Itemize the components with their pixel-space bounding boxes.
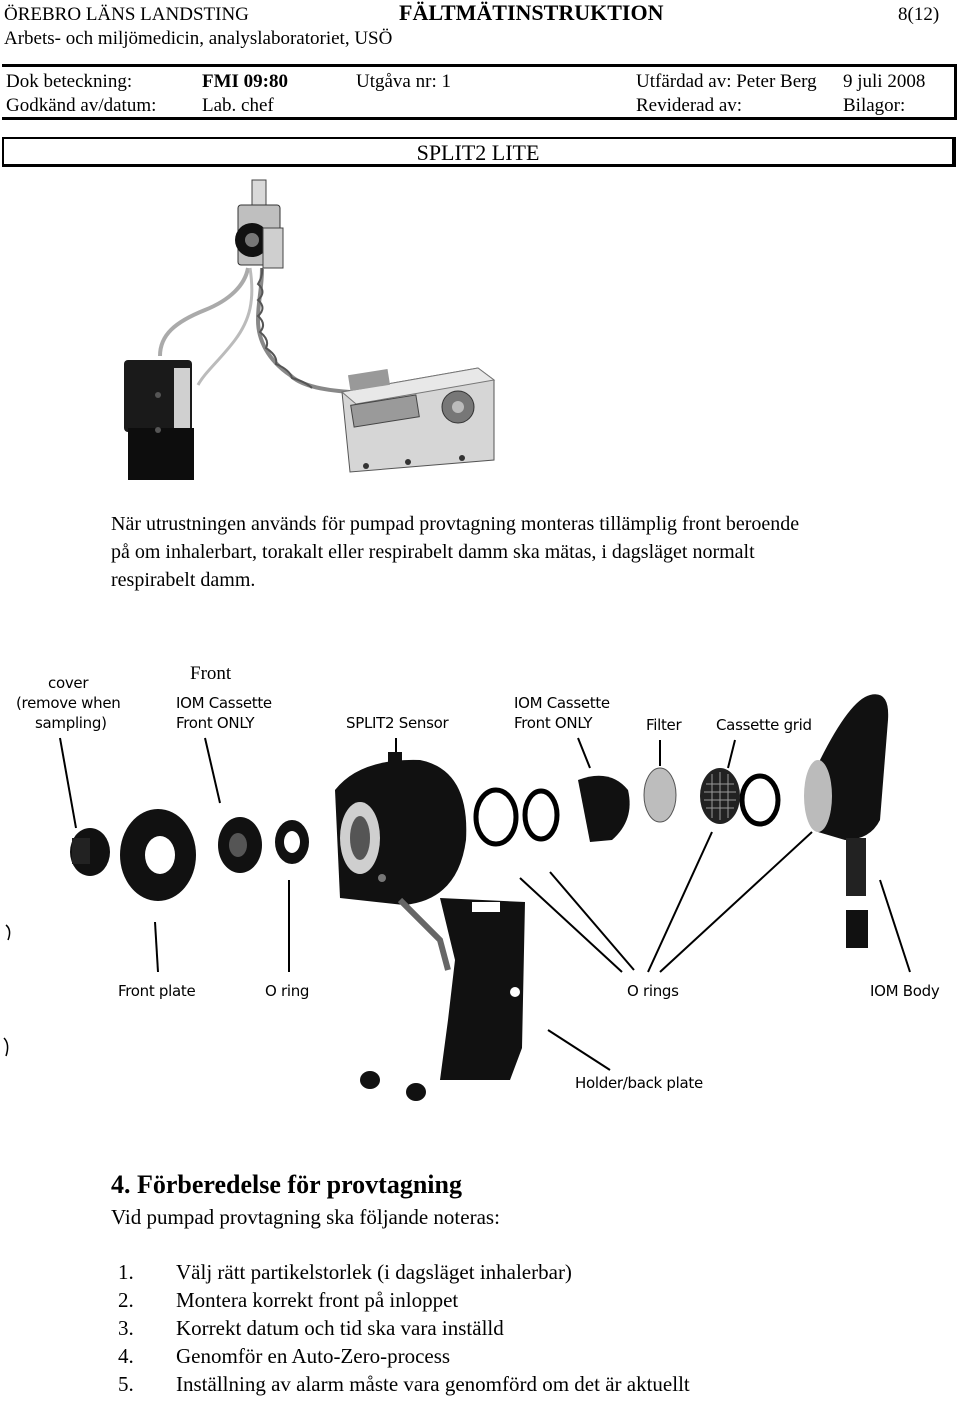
cover-part: [70, 828, 110, 876]
o-rings-right: [473, 773, 781, 847]
coiled-cable: [255, 267, 351, 394]
org-name: ÖREBRO LÄNS LANDSTING: [4, 4, 249, 25]
intro-line-3: respirabelt damm.: [111, 569, 256, 591]
step-number: 5.: [118, 1372, 134, 1396]
label-iom-body: IOM Body: [870, 982, 940, 1000]
o-ring-part: [275, 820, 309, 864]
front-plate-part: [120, 809, 196, 901]
label-cassette-grid: Cassette grid: [716, 716, 812, 734]
monitor-illustration: [340, 367, 496, 473]
step-number: 2.: [118, 1288, 134, 1312]
issue-date: 9 juli 2008: [843, 71, 926, 92]
sample-tube: [158, 267, 250, 357]
utfardad: Utfärdad av: Peter Berg: [636, 71, 817, 92]
cassette-grid-part: [700, 768, 740, 824]
holder-part: [360, 897, 525, 1101]
godkand-label: Godkänd av/datum:: [6, 95, 157, 116]
label-iom-cassette-1a: IOM Cassette: [176, 694, 272, 712]
pump-illustration: [124, 360, 194, 480]
step-text: Välj rätt partikelstorlek (i dagsläget i…: [176, 1260, 572, 1284]
label-filter: Filter: [646, 716, 682, 734]
section-title: SPLIT2 LITE: [2, 137, 956, 167]
sensor-part: [335, 752, 467, 905]
front-caption: Front: [190, 663, 232, 684]
godkand-value: Lab. chef: [202, 95, 274, 116]
iom-body-part: [804, 694, 889, 948]
dok-value: FMI 09:80: [202, 71, 289, 92]
step-text: Korrekt datum och tid ska vara inställd: [176, 1316, 504, 1340]
department: Arbets- och miljömedicin, analyslaborato…: [4, 28, 393, 49]
iom-cassette-part: [218, 817, 262, 873]
step-number: 1.: [118, 1260, 134, 1284]
leader-lines: [59, 737, 911, 1071]
label-cover-1: cover: [48, 674, 89, 692]
step-text: Inställning av alarm måste vara genomför…: [176, 1372, 690, 1396]
bilagor: Bilagor:: [843, 95, 906, 116]
label-front-plate: Front plate: [118, 982, 196, 1000]
doc-type: FÄLTMÄTINSTRUKTION: [399, 0, 664, 25]
page-number: 8(12): [898, 4, 940, 25]
sampler-head-illustration: [235, 179, 284, 269]
label-iom-cassette-2b: Front ONLY: [514, 714, 593, 732]
utgava: Utgåva nr: 1: [356, 71, 451, 92]
iom-cassette-right-part: [578, 775, 630, 842]
intro-line-1: När utrustningen används för pumpad prov…: [111, 513, 800, 535]
step-number: 4.: [118, 1344, 134, 1368]
section-lead: Vid pumpad provtagning ska följande note…: [111, 1205, 500, 1229]
label-o-ring: O ring: [265, 982, 310, 1000]
label-iom-cassette-1b: Front ONLY: [176, 714, 255, 732]
reviderad: Reviderad av:: [636, 95, 743, 116]
label-holder: Holder/back plate: [575, 1074, 703, 1092]
label-iom-cassette-2a: IOM Cassette: [514, 694, 610, 712]
filter-part: [643, 767, 677, 823]
meta-bottom-rule: [2, 117, 956, 120]
step-text: Genomför en Auto-Zero-process: [176, 1344, 451, 1368]
meta-right-rule: [954, 64, 957, 120]
label-cover-3: sampling): [35, 714, 107, 732]
label-o-rings: O rings: [627, 982, 679, 1000]
intro-line-2: på om inhalerbart, torakalt eller respir…: [111, 541, 755, 563]
dok-label: Dok beteckning:: [6, 71, 133, 92]
section-heading: 4. Förberedelse för provtagning: [111, 1170, 462, 1199]
label-cover-2: (remove when: [16, 694, 121, 712]
label-split2-sensor: SPLIT2 Sensor: [346, 714, 449, 732]
step-text: Montera korrekt front på inloppet: [176, 1288, 459, 1312]
meta-top-rule: [2, 64, 956, 67]
step-number: 3.: [118, 1316, 134, 1340]
